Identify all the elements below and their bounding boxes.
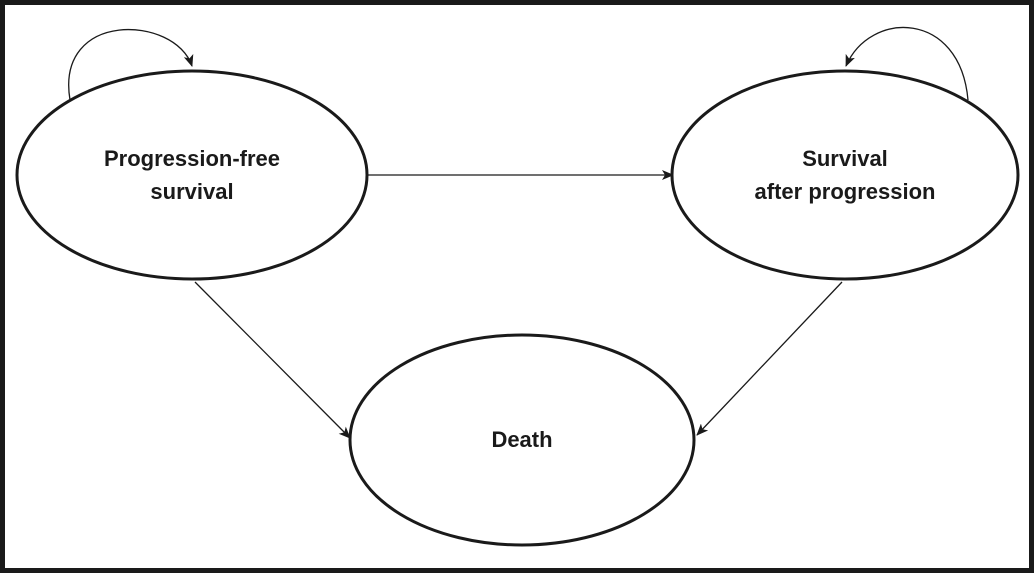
state-label: after progression [755,179,936,204]
state-death: Death [348,333,696,547]
state-progression-free-survival: Progression-free survival [15,69,369,281]
state-label: Death [491,427,552,452]
state-label-line: Survival [802,146,888,171]
state-node [15,69,369,281]
state-survival-after-progression: Survival after progression [670,69,1020,281]
state-node [348,333,696,547]
state-label-line: Progression-free [104,146,280,171]
sap-self-loop-arrow [845,26,969,101]
pfs-to-death-arrow [194,281,351,439]
state-label: survival [150,179,233,204]
state-label: Progression-free [104,146,280,171]
pfs-self-loop-arrow [68,29,194,101]
state-label-line: after progression [755,179,936,204]
state-label: Survival [802,146,888,171]
state-node [670,69,1020,281]
state-label-line: survival [150,179,233,204]
sap-to-death-arrow [696,281,843,436]
